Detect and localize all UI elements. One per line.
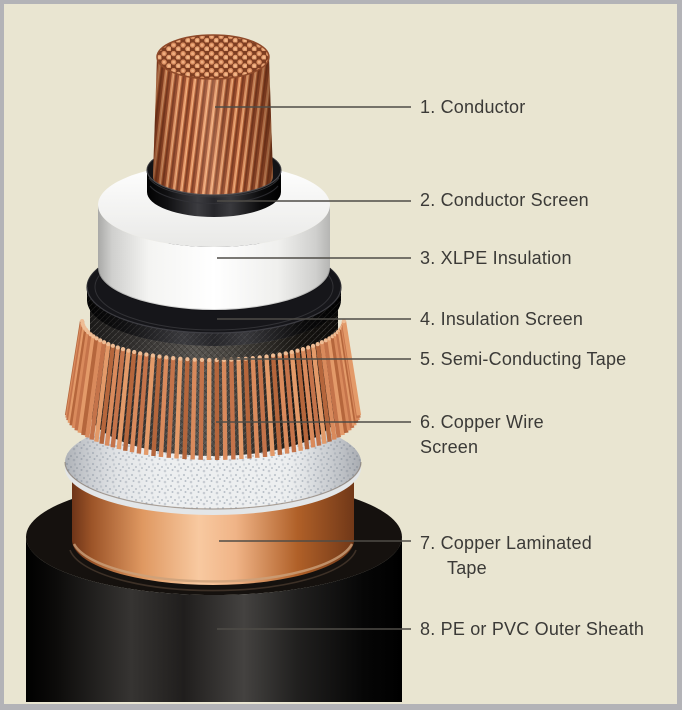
label-semi-conducting-tape: 5. Semi-Conducting Tape xyxy=(420,349,627,369)
layer-conductor xyxy=(153,34,273,199)
label-outer-sheath: 8. PE or PVC Outer Sheath xyxy=(420,619,645,639)
label-conductor-screen: 2. Conductor Screen xyxy=(420,190,589,210)
label-conductor: 1. Conductor xyxy=(420,97,526,117)
leader-lines xyxy=(215,106,411,630)
layer-copper-wire-screen xyxy=(64,319,362,461)
label-insulation-screen: 4. Insulation Screen xyxy=(420,309,584,329)
label-xlpe-insulation: 3. XLPE Insulation xyxy=(420,248,572,268)
layer-conductor-screen xyxy=(146,169,282,217)
